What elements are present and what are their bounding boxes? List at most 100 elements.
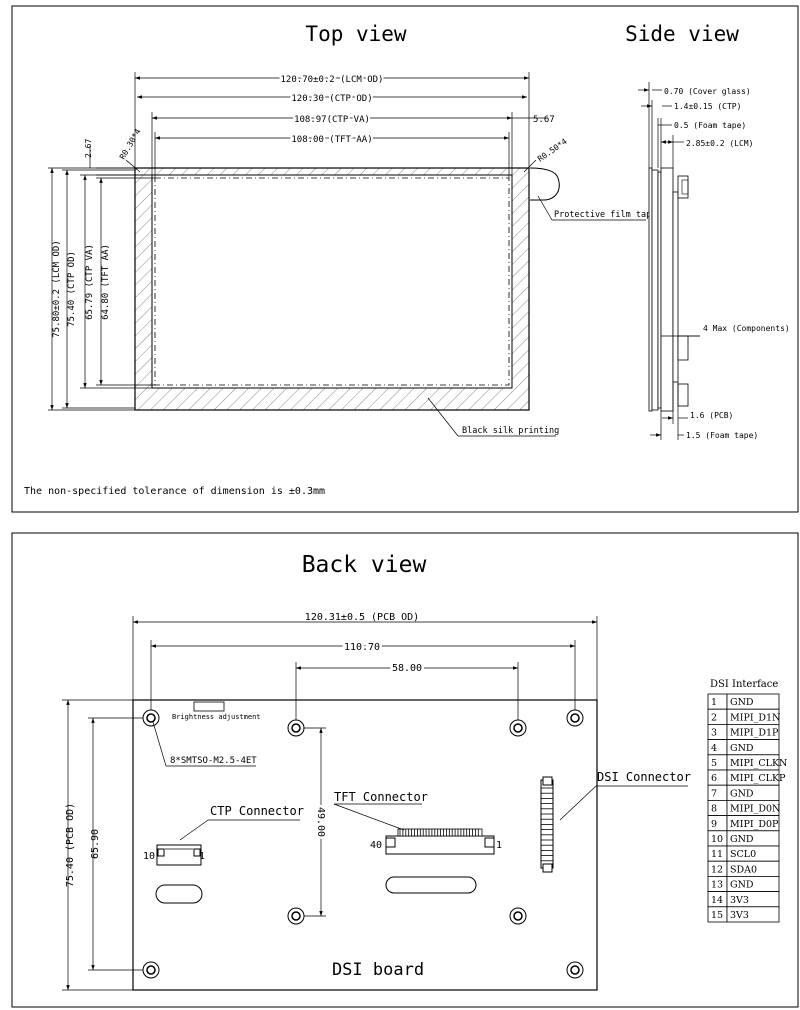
pin-name: MIPI_D1P [730, 728, 779, 739]
pin-name: GND [730, 743, 754, 754]
pin-number: 14 [711, 895, 723, 906]
pin-name: GND [730, 834, 754, 845]
dim-tft-aa-w: 108.00 (TFT AA) [291, 135, 372, 145]
pin-number: 4 [711, 743, 717, 754]
back-vertical-dims: 75.40 (PCB OD) 65.90 49.00 [62, 699, 329, 991]
tft-connector: 40 1 TFT Connector [333, 790, 502, 855]
label-black-silk: Black silk printing [462, 426, 559, 436]
mounting-hole-6 [509, 907, 527, 925]
pin-number: 3 [711, 728, 717, 739]
pin-number: 15 [711, 910, 723, 921]
back-panel-frame [11, 532, 799, 1008]
active-area-ctp-va [151, 174, 513, 389]
label-brightness: Brightness adjustment [172, 713, 261, 721]
pin-number: 7 [711, 788, 717, 799]
dsi-interface-row: 6 MIPI_CLKP [707, 769, 786, 786]
tft-pin-1: 1 [496, 840, 502, 851]
dim-pcb-od-h: 75.40 (PCB OD) [65, 803, 76, 887]
dim-offset-top: 2.67 [84, 139, 93, 158]
pin-name: MIPI_D0P [730, 819, 779, 830]
dim-hole-span-h: 65.90 [90, 829, 101, 859]
dsi-connector-pins [541, 787, 553, 862]
pin-name: SDA0 [730, 864, 757, 875]
pin-name-cell [726, 906, 780, 923]
dim-inner-span-w: 58.00 [392, 663, 422, 674]
back-view-title: Back view [302, 552, 427, 578]
top-panel-frame [11, 5, 799, 513]
dim-ctp-od-w: 120.30 (CTP OD) [291, 94, 372, 104]
pin-number: 8 [711, 804, 717, 815]
pin-name: 3V3 [730, 910, 749, 921]
dim-hole-span-w: 110.70 [344, 642, 380, 653]
pin-number: 6 [711, 773, 717, 784]
label-screws: 8*SMTSO-M2.5-4ET [170, 756, 257, 766]
tft-pin-40: 40 [370, 840, 382, 851]
tft-connector-body [385, 835, 495, 855]
side-foam-tape [657, 171, 662, 409]
label-dsi-connector: DSI Connector [597, 770, 691, 784]
tolerance-note: The non-specified tolerance of dimension… [24, 486, 325, 497]
side-lcm [660, 167, 674, 412]
ctp-connector-body [156, 844, 202, 866]
pcb-board [132, 699, 598, 991]
back-panel: Back view Brightness adjustment 120.31±0… [11, 532, 799, 1008]
top-view-module [134, 167, 560, 411]
pin-number: 12 [711, 864, 723, 875]
side-dim-components: 4 Max (Components) [703, 324, 790, 333]
dim-ctp-od-h: 75.40 (CTP OD) [67, 251, 77, 327]
dsi-interface-row: 7 GND [707, 784, 780, 801]
side-dim-pcb: 1.6 (PCB) [690, 411, 733, 420]
dim-ctp-va-w: 108.97(CTP VA) [294, 115, 370, 125]
dsi-interface-row: 11 SCL0 [707, 845, 780, 862]
pin-number: 13 [711, 880, 723, 891]
protective-film-tab [529, 167, 560, 201]
side-pcb [672, 191, 679, 383]
dsi-interface-row: 4 GND [707, 739, 780, 756]
dim-offset-right: 5.67 [533, 115, 555, 125]
side-dim-foam-tape-bottom: 1.5 (Foam tape) [686, 431, 758, 440]
tft-connector-pins [399, 829, 479, 836]
mounting-hole-8 [566, 961, 584, 979]
pin-name: SCL0 [730, 849, 756, 860]
side-cover-glass [648, 167, 653, 412]
label-tft-connector: TFT Connector [334, 790, 428, 804]
dsi-interface-row: 12 SDA0 [707, 860, 780, 877]
top-view-title: Top view [305, 22, 407, 46]
pin-name: MIPI_D1N [730, 712, 780, 723]
label-ctp-connector: CTP Connector [210, 804, 304, 818]
dim-radius-right: R0.50*4 [536, 137, 569, 164]
dim-pcb-od-w: 120.31±0.5 (PCB OD) [305, 612, 419, 623]
dsi-interface-row: 1 GND [707, 693, 780, 710]
pin-name: GND [730, 697, 754, 708]
pin-name: MIPI_CLKN [730, 758, 787, 769]
dim-tft-aa-h: 64.80 (TFT AA) [101, 244, 111, 320]
pin-number: 1 [711, 697, 717, 708]
pin-number: 11 [711, 849, 723, 860]
dim-ctp-va-h: 65.79 (CTP VA) [85, 244, 95, 320]
side-view: 0.70 (Cover glass) 1.4±0.15 (CTP) 0.5 (F… [638, 82, 790, 440]
side-ctp [651, 169, 659, 411]
pin-number: 2 [711, 712, 717, 723]
dsi-interface-row: 15 3V3 [707, 906, 780, 923]
dsi-interface-row: 2 MIPI_D1N [707, 708, 780, 725]
pin-name: GND [730, 788, 754, 799]
brightness-potentiometer [193, 701, 225, 712]
top-vertical-dims: 75.80±0.2 (LCM OD) 75.40 (CTP OD) 65.79 … [48, 167, 155, 411]
ctp-connector: 10 1 CTP Connector [143, 804, 304, 866]
pin-name: MIPI_CLKP [730, 773, 786, 784]
top-horizontal-dims: 120.70±0.2 (LCM OD) 120.30 (CTP OD) 108.… [84, 72, 569, 178]
side-dim-lcm: 2.85±0.2 (LCM) [686, 139, 753, 148]
side-view-title: Side view [625, 22, 739, 46]
tft-cable-slot [385, 876, 477, 894]
board-name: DSI board [332, 960, 424, 980]
dim-inner-span-h: 49.00 [315, 807, 326, 837]
side-component-bottom [677, 383, 689, 407]
ctp-pin-10: 10 [143, 851, 155, 862]
